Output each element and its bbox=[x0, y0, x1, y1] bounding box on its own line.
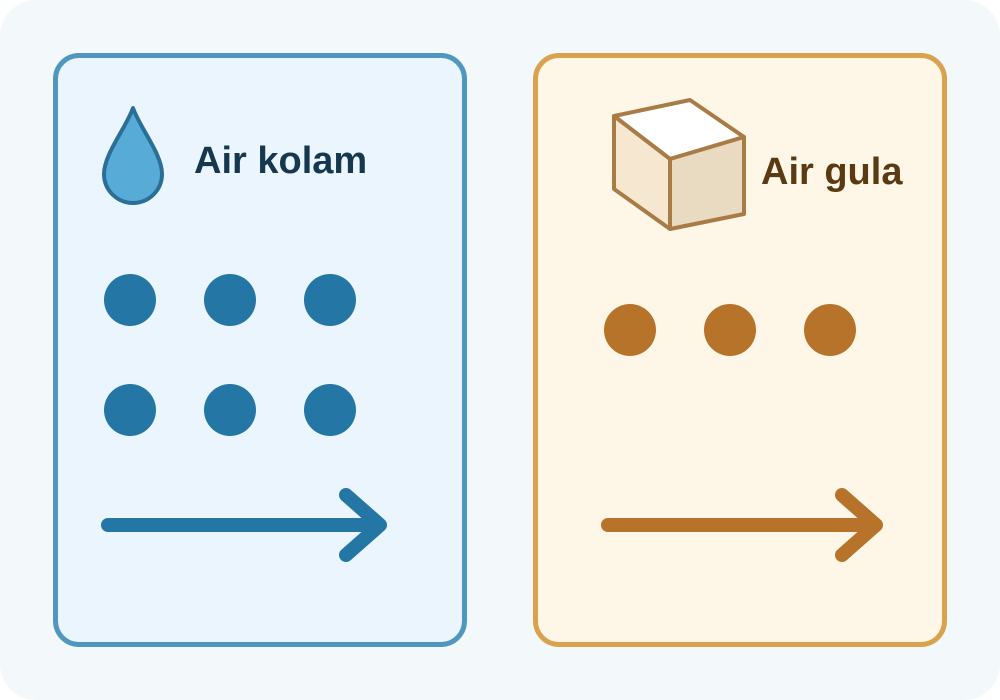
water-particle bbox=[204, 274, 256, 326]
pond-water-arrow bbox=[101, 488, 387, 562]
sugar-cube-icon bbox=[612, 98, 746, 231]
sugar-water-particle bbox=[604, 304, 656, 356]
sugar-water-label: Air gula bbox=[761, 151, 903, 193]
sugar-water-arrow bbox=[601, 488, 883, 562]
sugar-water-particle bbox=[704, 304, 756, 356]
water-particle bbox=[204, 384, 256, 436]
sugar-water-panel: Air gula bbox=[533, 53, 947, 647]
water-particle bbox=[104, 274, 156, 326]
sugar-water-particle bbox=[804, 304, 856, 356]
pond-water-label: Air kolam bbox=[194, 140, 368, 182]
pond-water-panel: Air kolam bbox=[53, 53, 467, 647]
water-drop-icon bbox=[102, 106, 164, 205]
water-particle bbox=[304, 384, 356, 436]
water-particle bbox=[104, 384, 156, 436]
water-particle bbox=[304, 274, 356, 326]
